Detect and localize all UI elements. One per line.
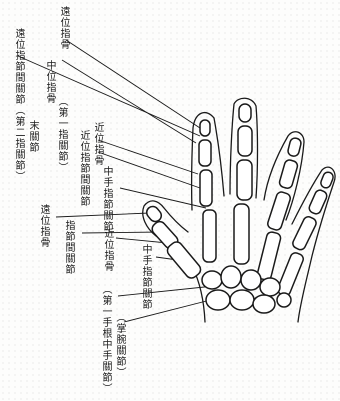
- thumb-bones: [145, 205, 202, 279]
- index-finger-bones: [198, 119, 217, 263]
- leader-thumb-ip: [81, 231, 163, 234]
- label-ip-joint: 指節間關節: [63, 220, 74, 275]
- middle-finger-bones: [233, 103, 253, 265]
- label-pip-joint: 近位指節間關節: [78, 130, 89, 207]
- label-middle-phalanx: 中位指骨: [44, 60, 55, 104]
- label-wrist-joint: （掌腕關節）: [114, 312, 125, 378]
- label-dip-joint: 遠位指節間關節（第二指關節）: [13, 28, 24, 182]
- leader-dip-joint: [17, 55, 201, 137]
- label-mcp-joint: 中手指節關節: [101, 166, 112, 232]
- label-cmc-joint: （第一手根中手關節）: [100, 284, 111, 394]
- label-thumb-mcp-joint: 中手指節關節: [140, 244, 151, 310]
- label-distal-phalanx: 遠位指骨: [58, 6, 69, 50]
- label-proximal-phalanx: 近位指骨: [92, 122, 103, 166]
- leader-middle-phalanx: [61, 59, 197, 144]
- leader-thumb-distal: [55, 212, 151, 218]
- carpal-bones: [201, 265, 292, 314]
- leader-proximal-phalanx: [97, 151, 201, 189]
- little-finger-bones: [276, 171, 334, 297]
- leader-lines: [17, 39, 227, 323]
- label-thumb-distal-phalanx: 遠位指骨: [38, 204, 49, 248]
- leader-mcp-joint: [119, 187, 207, 209]
- ring-finger-bones: [256, 137, 302, 281]
- leader-distal-phalanx: [65, 39, 201, 129]
- leader-cmc: [117, 285, 215, 297]
- leader-pip-joint: [97, 139, 199, 175]
- label-first-knuckle-paren: （第一指關節）: [56, 96, 67, 173]
- label-end-joint: 末關節: [27, 120, 38, 153]
- label-thumb-proximal-phalanx: 近位指骨: [102, 228, 113, 272]
